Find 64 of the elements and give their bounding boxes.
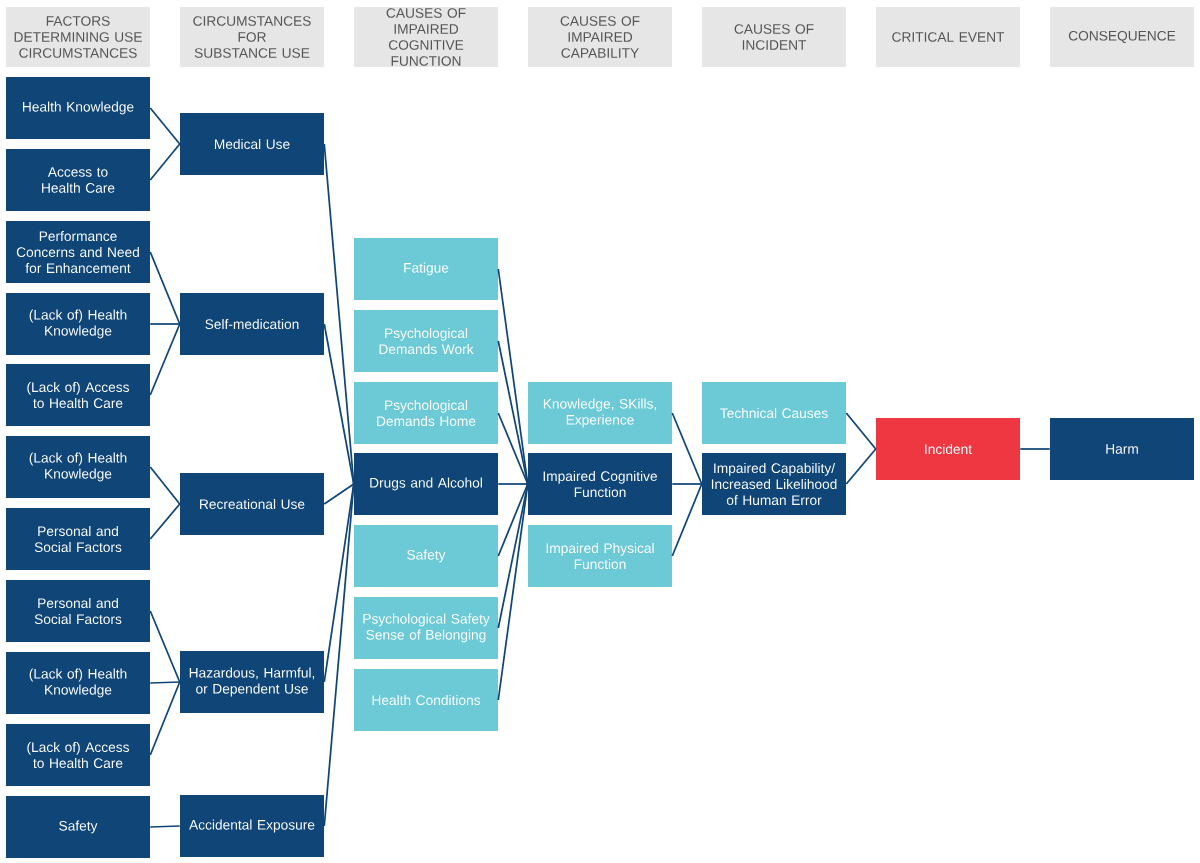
process-box: Impaired Capability/ Increased Likelihood of Human Error — [702, 453, 846, 515]
process-box: Medical Use — [180, 113, 324, 175]
connector-line — [149, 681, 181, 684]
process-box: Health Knowledge — [6, 77, 150, 139]
process-box: Self-medication — [180, 293, 324, 355]
header-box: FACTORS DETERMINING USE CIRCUMSTANCES — [6, 7, 150, 67]
connector-line — [671, 412, 703, 485]
connector-line — [1019, 448, 1051, 450]
event-box: Incident — [876, 418, 1020, 480]
process-box: (Lack of) Access to Health Care — [6, 724, 150, 786]
connector-line — [845, 412, 877, 450]
header-box: CAUSES OF IMPAIRED COGNITIVE FUNCTION — [354, 7, 498, 67]
connector-line — [497, 340, 529, 485]
process-box: (Lack of) Health Knowledge — [6, 652, 150, 714]
connector-line — [497, 483, 529, 629]
connector-line — [149, 466, 181, 505]
process-box: Impaired Cognitive Function — [528, 453, 672, 515]
process-box: Health Conditions — [354, 669, 498, 731]
process-box: Fatigue — [354, 238, 498, 300]
process-box: Technical Causes — [702, 382, 846, 444]
process-box: Performance Concerns and Need for Enhancement — [6, 221, 150, 283]
connector-line — [497, 412, 529, 485]
connector-line — [671, 483, 703, 485]
process-box: Impaired Physical Function — [528, 525, 672, 587]
process-box: Safety — [354, 525, 498, 587]
process-box: (Lack of) Access to Health Care — [6, 364, 150, 426]
connector-line — [149, 323, 181, 325]
connector-line — [323, 483, 355, 827]
connector-line — [149, 825, 181, 828]
process-box: Drugs and Alcohol — [354, 453, 498, 515]
header-box: CAUSES OF IMPAIRED CAPABILITY — [528, 7, 672, 67]
process-box: Harm — [1050, 418, 1194, 480]
connector-line — [149, 681, 181, 756]
header-box: CAUSES OF INCIDENT — [702, 7, 846, 67]
connector-line — [149, 143, 181, 181]
connector-line — [497, 483, 529, 485]
connector-line — [845, 448, 877, 485]
connector-line — [149, 107, 181, 145]
process-box: Knowledge, SKills, Experience — [528, 382, 672, 444]
connector-line — [149, 251, 181, 325]
process-box: Psychological Demands Home — [354, 382, 498, 444]
process-box: Psychological Demands Work — [354, 310, 498, 372]
process-box: (Lack of) Health Knowledge — [6, 293, 150, 355]
process-box: Personal and Social Factors — [6, 508, 150, 570]
header-box: CRITICAL EVENT — [876, 7, 1020, 67]
connector-line — [497, 483, 529, 557]
header-box: CIRCUMSTANCES FOR SUBSTANCE USE — [180, 7, 324, 67]
process-box: Safety — [6, 796, 150, 858]
process-box: Personal and Social Factors — [6, 580, 150, 642]
process-box: Access to Health Care — [6, 149, 150, 211]
process-box: (Lack of) Health Knowledge — [6, 436, 150, 498]
connector-line — [323, 483, 355, 683]
connector-line — [323, 483, 355, 505]
connector-line — [149, 503, 181, 540]
connector-line — [323, 323, 355, 485]
process-box: Recreational Use — [180, 473, 324, 535]
process-box: Accidental Exposure — [180, 795, 324, 857]
connector-line — [497, 483, 529, 701]
process-box: Hazardous, Harmful, or Dependent Use — [180, 651, 324, 713]
connector-line — [149, 323, 181, 396]
connector-line — [149, 610, 181, 683]
process-box: Psychological Safety Sense of Belonging — [354, 597, 498, 659]
header-box: CONSEQUENCE — [1050, 7, 1194, 67]
connector-line — [671, 483, 703, 557]
